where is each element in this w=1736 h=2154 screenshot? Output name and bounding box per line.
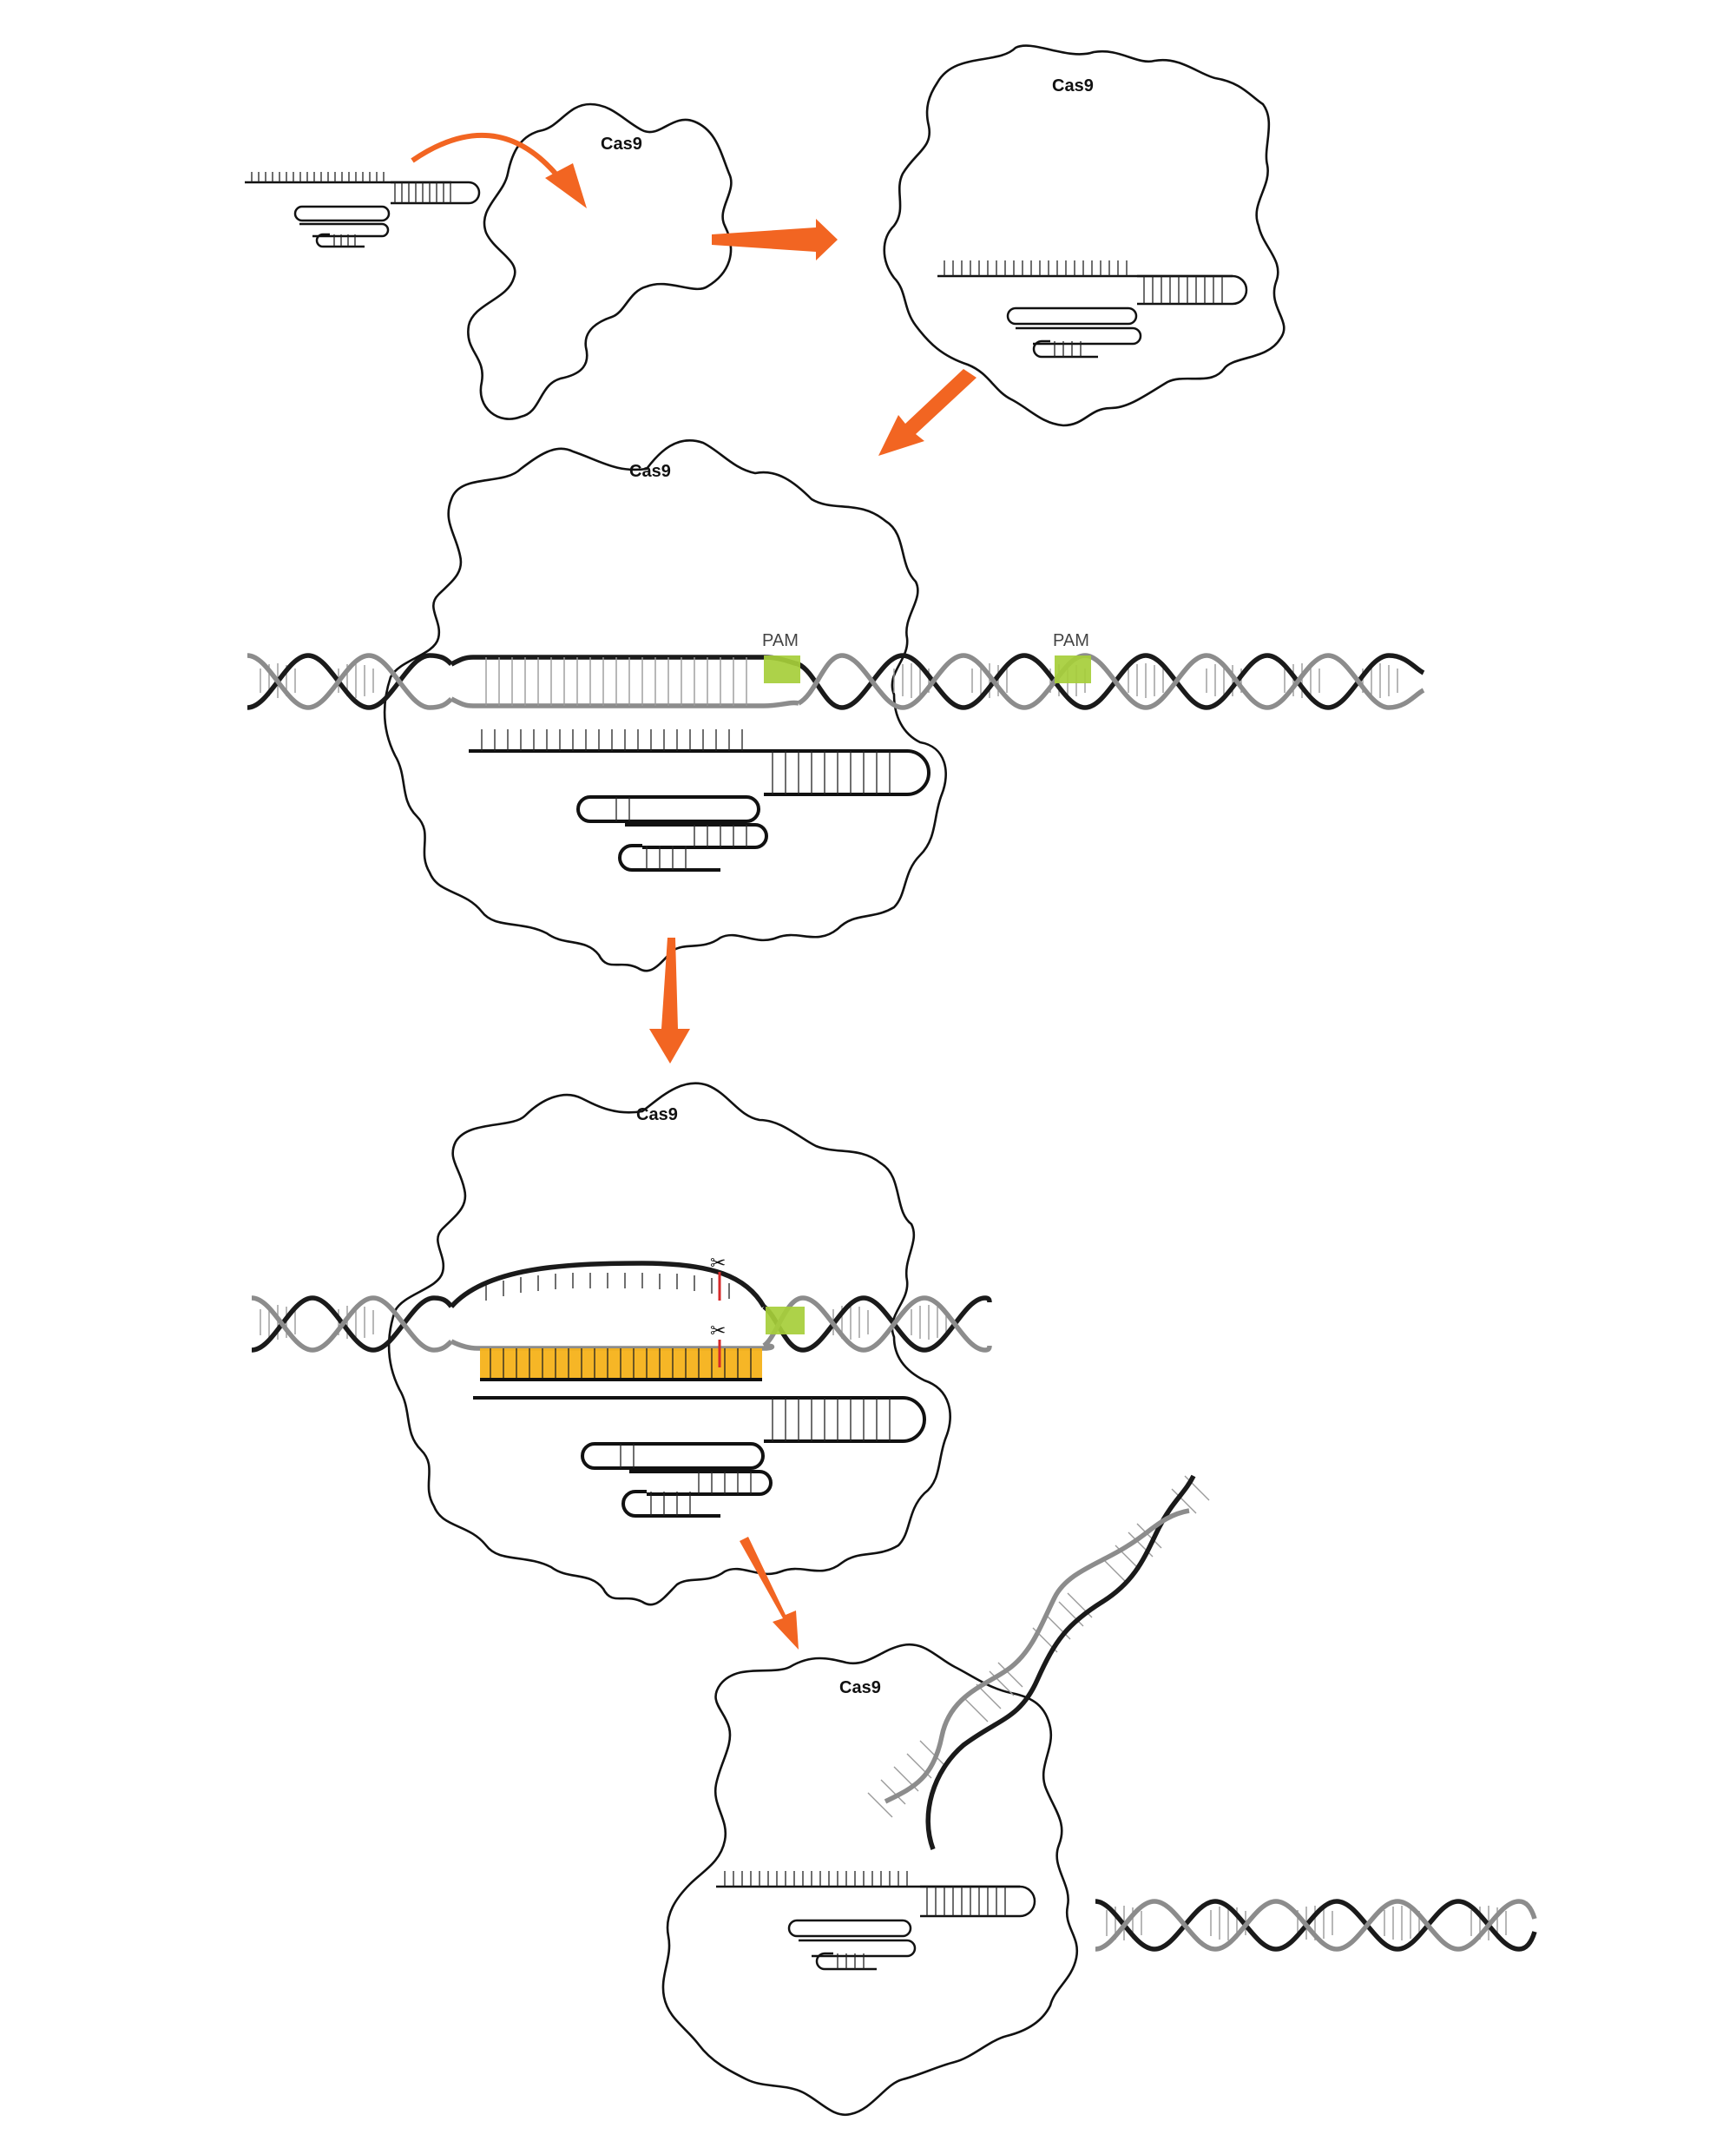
stage-2-cas9-guide-complex: Cas9 bbox=[878, 44, 1286, 456]
arrow-to-stage-3 bbox=[878, 369, 976, 456]
stage-4-cleavage: Cas9 ✂ ✂ bbox=[251, 1082, 992, 1650]
released-dna-fragment-upper bbox=[867, 1474, 1210, 1850]
stage-5-release: Cas9 bbox=[661, 1474, 1537, 2117]
stage-1-apo-cas9: Cas9 bbox=[245, 102, 838, 420]
cas9-label: Cas9 bbox=[601, 135, 642, 154]
cas9-label: Cas9 bbox=[1052, 76, 1094, 96]
pam-label-unbound: PAM bbox=[1053, 631, 1089, 650]
scissors-icon: ✂ bbox=[710, 1253, 726, 1275]
arrow-to-stage-4 bbox=[649, 938, 690, 1064]
scissors-icon: ✂ bbox=[710, 1321, 726, 1342]
bound-guide-rna bbox=[469, 729, 930, 872]
free-guide-rna bbox=[245, 172, 481, 248]
cut-sites: ✂ ✂ bbox=[710, 1253, 726, 1367]
cas9-protein-blob bbox=[661, 1643, 1079, 2117]
target-dna-helix bbox=[247, 653, 1425, 710]
bound-guide-rna bbox=[473, 1396, 926, 1518]
bound-guide-rna bbox=[937, 260, 1248, 359]
pam-site-bound bbox=[764, 655, 800, 683]
released-dna-fragment-lower bbox=[1095, 1899, 1537, 1952]
loading-arrow bbox=[411, 132, 558, 175]
loading-arrowhead bbox=[545, 163, 587, 208]
pam-site bbox=[766, 1307, 805, 1334]
cas9-protein-blob bbox=[467, 102, 733, 420]
cas9-protein-blob bbox=[387, 1082, 951, 1606]
cas9-label: Cas9 bbox=[636, 1105, 678, 1124]
cas9-label: Cas9 bbox=[839, 1678, 881, 1697]
pam-site-unbound bbox=[1055, 655, 1091, 683]
cas9-label: Cas9 bbox=[629, 462, 671, 481]
pam-label-bound: PAM bbox=[762, 631, 799, 650]
arrow-to-stage-2 bbox=[712, 219, 838, 260]
bound-guide-rna bbox=[716, 1871, 1036, 1971]
arrow-to-stage-5 bbox=[740, 1537, 799, 1650]
stage-3-pam-recognition: Cas9 PAM PAM bbox=[247, 439, 1425, 1064]
displaced-non-target-strand bbox=[449, 1261, 766, 1308]
cas9-protein-blob bbox=[883, 44, 1286, 427]
target-dna-rloop bbox=[251, 1261, 992, 1353]
